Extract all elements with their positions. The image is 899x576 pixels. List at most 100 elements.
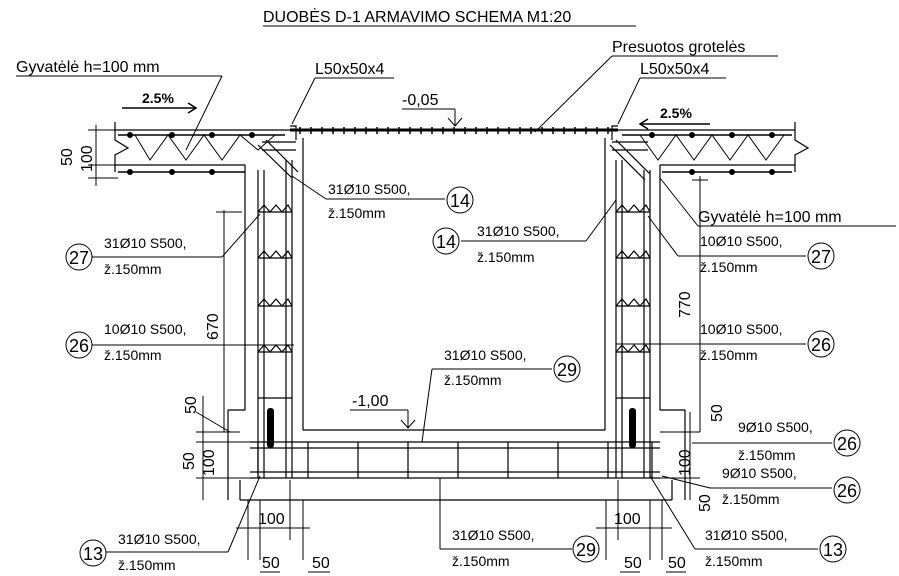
svg-text:31Ø10 S500,: 31Ø10 S500,: [328, 181, 411, 197]
level-marker-bottom: -1,00: [350, 393, 416, 429]
svg-text:26: 26: [837, 434, 857, 454]
svg-text:27: 27: [69, 248, 89, 268]
svg-text:ž.150mm: ž.150mm: [477, 249, 535, 265]
top-slab-bar-dots: [127, 132, 775, 175]
dim-770: 770: [677, 176, 708, 432]
label-grating: Presuotos grotelės: [534, 39, 778, 133]
svg-text:ž.150mm: ž.150mm: [104, 347, 162, 363]
svg-text:Presuotos grotelės: Presuotos grotelės: [612, 39, 745, 56]
label-angle-left: L50x50x4: [291, 61, 394, 125]
label-angle-right: L50x50x4: [617, 61, 726, 125]
svg-text:50: 50: [262, 555, 280, 572]
callout-29-top: 31Ø10 S500, ž.150mm 29: [421, 347, 581, 443]
svg-text:26: 26: [837, 481, 857, 501]
svg-text:L50x50x4: L50x50x4: [640, 61, 709, 78]
callout-27-left: 31Ø10 S500, ž.150mm 27: [65, 213, 261, 277]
wall-anchors: [267, 408, 636, 448]
concrete-outlines: [114, 122, 810, 501]
svg-text:31Ø10 S500,: 31Ø10 S500,: [452, 527, 535, 543]
dim-left-bottom: 50 50 100: [181, 396, 250, 500]
svg-text:50: 50: [59, 148, 76, 166]
svg-text:31Ø10 S500,: 31Ø10 S500,: [705, 527, 788, 543]
svg-text:100: 100: [201, 449, 218, 476]
callout-14b: 31Ø10 S500, ž.150mm 14: [432, 199, 617, 265]
svg-text:50: 50: [709, 404, 726, 422]
svg-text:50: 50: [668, 555, 686, 572]
svg-text:Gyvatėlė h=100 mm: Gyvatėlė h=100 mm: [698, 209, 842, 226]
dim-670: 670: [205, 210, 242, 432]
svg-text:50: 50: [312, 555, 330, 572]
svg-text:ž.150mm: ž.150mm: [722, 491, 780, 507]
corner-angles: [257, 125, 651, 181]
svg-text:ž.150mm: ž.150mm: [104, 261, 162, 277]
svg-text:14: 14: [450, 191, 470, 211]
svg-text:9Ø10 S500,: 9Ø10 S500,: [722, 465, 797, 481]
svg-text:13: 13: [823, 540, 843, 560]
right-wall-cage: [615, 160, 651, 478]
svg-text:100: 100: [677, 449, 694, 476]
svg-text:50: 50: [697, 494, 714, 512]
svg-text:ž.150mm: ž.150mm: [738, 447, 796, 463]
svg-text:29: 29: [557, 360, 577, 380]
svg-text:26: 26: [69, 336, 89, 356]
svg-text:9Ø10 S500,: 9Ø10 S500,: [738, 419, 813, 435]
bottom-slab-cage: [250, 441, 660, 479]
svg-text:31Ø10 S500,: 31Ø10 S500,: [104, 235, 187, 251]
svg-text:ž.150mm: ž.150mm: [118, 557, 176, 573]
callout-26-right: 10Ø10 S500, ž.150mm 26: [616, 321, 835, 363]
callout-26-left: 10Ø10 S500, ž.150mm 26: [65, 321, 294, 363]
slope-left: 2.5%: [122, 90, 198, 114]
svg-text:27: 27: [811, 247, 831, 267]
label-gyvatele-right: Gyvatėlė h=100 mm: [659, 177, 896, 227]
svg-text:ž.150mm: ž.150mm: [700, 347, 758, 363]
level-marker-top: -0,05: [402, 92, 463, 127]
callout-27-right: 10Ø10 S500, ž.150mm 27: [647, 215, 835, 275]
dim-top-left: 50 100: [59, 125, 118, 186]
svg-text:Gyvatėlė h=100 mm: Gyvatėlė h=100 mm: [16, 59, 160, 76]
svg-text:26: 26: [811, 335, 831, 355]
callout-29-bottom: 31Ø10 S500, ž.150mm 29: [439, 478, 600, 569]
svg-text:29: 29: [576, 540, 596, 560]
svg-text:670: 670: [205, 313, 222, 340]
svg-text:50: 50: [181, 452, 198, 470]
svg-text:100: 100: [258, 511, 285, 528]
svg-text:-1,00: -1,00: [352, 393, 389, 410]
callout-13-right: 31Ø10 S500, ž.150mm 13: [649, 475, 847, 569]
svg-text:2.5%: 2.5%: [142, 90, 174, 106]
dim-bottom-left: 100 50 50: [236, 480, 330, 573]
svg-text:31Ø10 S500,: 31Ø10 S500,: [477, 223, 560, 239]
svg-text:10Ø10 S500,: 10Ø10 S500,: [700, 233, 783, 249]
dim-right-bottom: 50 100 50: [660, 404, 726, 512]
svg-text:10Ø10 S500,: 10Ø10 S500,: [104, 321, 187, 337]
callout-26-right-2: 9Ø10 S500, ž.150mm 26: [692, 419, 861, 463]
svg-text:L50x50x4: L50x50x4: [315, 61, 384, 78]
callout-14a: 31Ø10 S500, ž.150mm 14: [291, 175, 474, 221]
svg-text:-0,05: -0,05: [402, 92, 439, 109]
drawing-title: DUOBĖS D-1 ARMAVIMO SCHEMA M1:20: [263, 7, 571, 26]
slope-right: 2.5%: [638, 105, 710, 130]
callout-13-left: 31Ø10 S500, ž.150mm 13: [79, 475, 261, 573]
svg-text:13: 13: [83, 544, 103, 564]
svg-text:770: 770: [677, 291, 694, 318]
top-slab-rebar: [118, 134, 792, 173]
svg-text:100: 100: [79, 145, 96, 172]
svg-text:ž.150mm: ž.150mm: [700, 259, 758, 275]
label-gyvatele-left: Gyvatėlė h=100 mm: [16, 59, 223, 151]
svg-text:50: 50: [183, 396, 200, 414]
svg-text:50: 50: [624, 555, 642, 572]
pressed-grating: [290, 127, 618, 134]
svg-text:2.5%: 2.5%: [660, 105, 692, 121]
svg-text:14: 14: [436, 232, 456, 252]
left-wall-cage: [257, 160, 293, 478]
svg-text:100: 100: [614, 511, 641, 528]
svg-text:ž.150mm: ž.150mm: [444, 372, 502, 388]
svg-text:ž.150mm: ž.150mm: [328, 205, 386, 221]
callout-26-right-3: 9Ø10 S500, ž.150mm 26: [661, 465, 861, 507]
svg-text:31Ø10 S500,: 31Ø10 S500,: [118, 531, 201, 547]
svg-text:31Ø10 S500,: 31Ø10 S500,: [444, 347, 527, 363]
svg-text:ž.150mm: ž.150mm: [452, 553, 510, 569]
dim-bottom-right: 100 50 50: [596, 480, 686, 573]
svg-text:ž.150mm: ž.150mm: [705, 553, 763, 569]
svg-text:10Ø10 S500,: 10Ø10 S500,: [700, 321, 783, 337]
